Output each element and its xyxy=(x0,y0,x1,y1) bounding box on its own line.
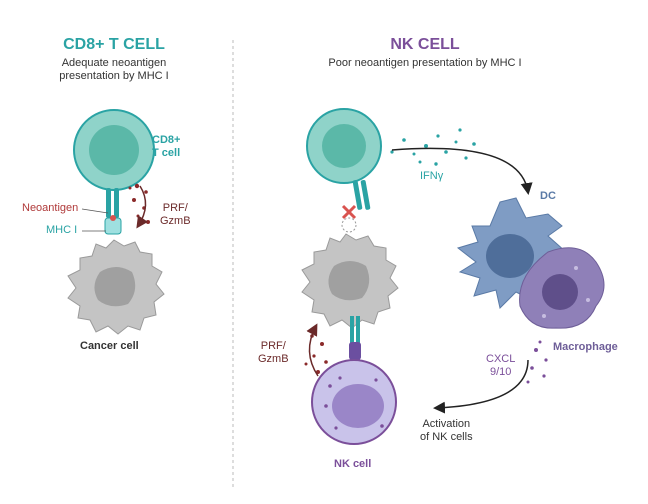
cd8-t-cell-right xyxy=(306,108,382,210)
nk-receptor xyxy=(349,316,361,360)
right-panel-subtitle: Poor neoantigen presentation by MHC I xyxy=(328,57,522,69)
ifn-arrow xyxy=(391,147,533,195)
right-panel-title: NK CELL xyxy=(390,36,460,53)
prf-arrow-left xyxy=(136,185,148,229)
prf-label-right: PRF/ GzmB xyxy=(258,340,289,365)
cxcl-label: CXCL 9/10 xyxy=(486,353,516,378)
perforin-granules xyxy=(128,183,150,224)
neoantigen-label: Neoantigen xyxy=(22,202,79,214)
ifn-label: IFNγ xyxy=(420,170,444,182)
no-recognition-x-icon xyxy=(341,204,357,233)
nk-cell-label: NK cell xyxy=(334,458,372,470)
cancer-cell-right xyxy=(301,233,399,329)
prf-label-left: PRF/ GzmB xyxy=(160,202,191,227)
macrophage xyxy=(519,247,605,329)
prf-arrow-right xyxy=(306,323,319,377)
mhc-label: MHC I xyxy=(46,224,78,236)
cxcl-chemokines xyxy=(526,340,548,384)
macrophage-label: Macrophage xyxy=(553,341,618,353)
cancer-cell-left xyxy=(67,239,165,335)
activation-label: Activation of NK cells xyxy=(420,418,473,443)
nk-cell xyxy=(311,359,397,445)
ifn-gamma-particles xyxy=(390,128,476,166)
cd8-t-cell xyxy=(73,109,155,191)
cd8-tcell-label: CD8+ T cell xyxy=(152,134,181,159)
cancer-cell-label: Cancer cell xyxy=(80,340,139,352)
dc-label: DC xyxy=(540,190,556,202)
t-cell-receptor xyxy=(104,188,122,235)
left-panel-subtitle: Adequate neoantigen presentation by MHC … xyxy=(59,57,169,82)
activation-arrow xyxy=(433,359,529,414)
left-panel-title: CD8+ T CELL xyxy=(63,36,165,53)
perforin-granules-right xyxy=(304,334,328,374)
